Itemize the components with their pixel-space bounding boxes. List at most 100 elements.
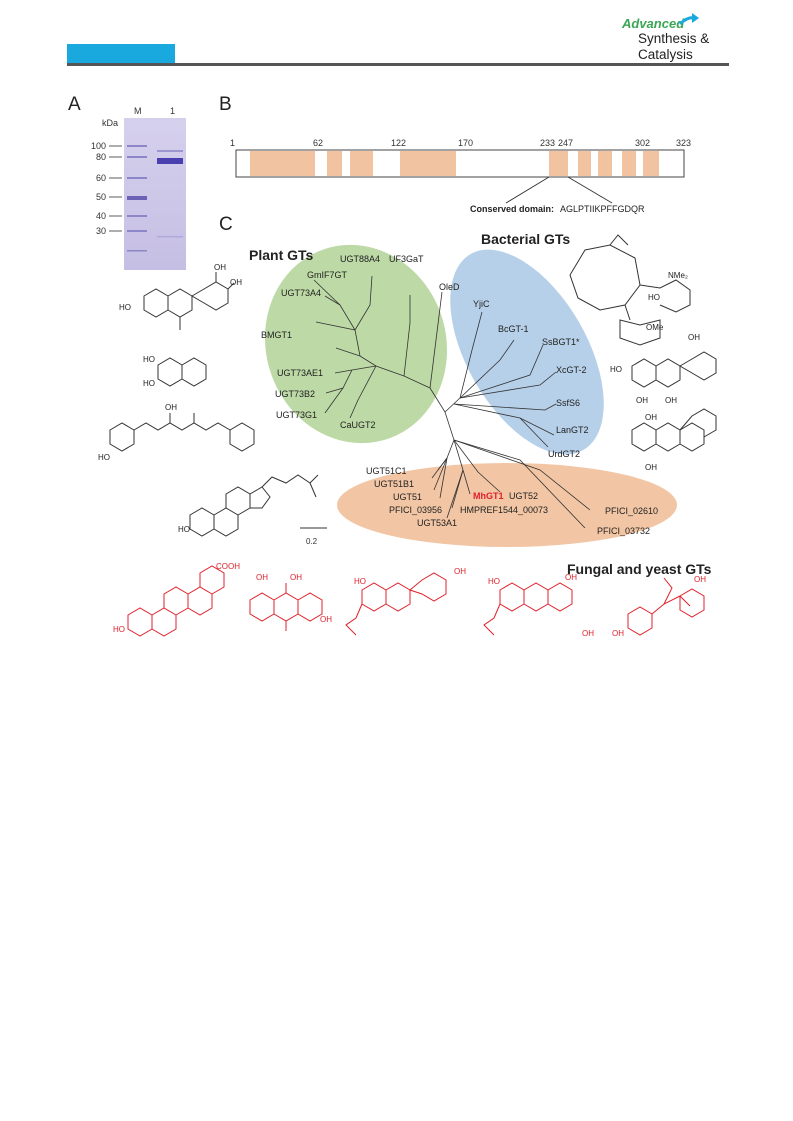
structure-coumestan-red	[483, 582, 573, 636]
leaf-ugt73g1: UGT73G1	[276, 410, 317, 420]
chem-red-oh-5: OH	[565, 573, 577, 582]
leaf-ssfs6: SsfS6	[556, 398, 580, 408]
marker-30: 30	[96, 226, 106, 236]
chem-ome: OMe	[646, 323, 664, 332]
chem-ho-3: HO	[143, 379, 155, 388]
leaf-bcgt1: BcGT-1	[498, 324, 529, 334]
chem-red-oh-1: OH	[256, 573, 268, 582]
conserved-sequence: AGLPTIIKPFFGDQR	[560, 204, 645, 214]
chem-red-ho-3: HO	[488, 577, 500, 586]
chem-red-ho-2: HO	[354, 577, 366, 586]
structure-curcumin	[109, 413, 255, 452]
panel-b-label: B	[219, 94, 232, 115]
chem-oh-2: OH	[230, 278, 242, 287]
leaf-ugt52: UGT52	[509, 491, 538, 501]
panel-a: A kDa M 1 100 80 60 50	[68, 94, 186, 270]
chem-oh-5: OH	[636, 396, 648, 405]
logo-arrow-icon	[678, 13, 699, 26]
marker-60: 60	[96, 173, 106, 183]
plant-clade-ellipse	[264, 244, 448, 444]
leaf-caugt2: CaUGT2	[340, 420, 376, 430]
header-accent-bar	[67, 44, 175, 64]
structure-coumarin	[157, 357, 207, 387]
logo-advanced: Advanced	[622, 16, 685, 31]
lane-m-label: M	[134, 106, 142, 116]
leaf-ugt51c1: UGT51C1	[366, 466, 407, 476]
structure-flavonol	[143, 272, 235, 330]
marker-100: 100	[91, 141, 106, 151]
leaf-xcgt2: XcGT-2	[556, 365, 587, 375]
leaf-hmpref1544: HMPREF1544_00073	[460, 505, 548, 515]
leaf-mhgt1: MhGT1	[473, 491, 504, 501]
structures-red	[127, 565, 705, 637]
plant-gts-title: Plant GTs	[249, 247, 314, 263]
chem-red-oh-8: OH	[694, 575, 706, 584]
chem-red-ho-1: HO	[113, 625, 125, 634]
leaf-bmgt1: BMGT1	[261, 330, 292, 340]
chem-ho-4: HO	[98, 453, 110, 462]
journal-logo: Advanced Synthesis & Catalysis	[620, 12, 735, 62]
lane-1-label: 1	[170, 106, 175, 116]
structure-flavonol-2	[631, 351, 717, 388]
panel-c: C Plant GTs Bacterial GTs Fungal and yea…	[219, 214, 712, 577]
chem-cooh: COOH	[216, 562, 240, 571]
tree-branches	[313, 275, 591, 529]
pos-62: 62	[313, 138, 323, 148]
chem-oh-6: OH	[665, 396, 677, 405]
panel-a-label: A	[68, 94, 81, 115]
structure-anthraquinone-black	[631, 408, 717, 452]
chem-oh-7: OH	[645, 413, 657, 422]
leaf-pfici-02610: PFICI_02610	[605, 506, 658, 516]
structure-triterpene-red	[127, 565, 225, 637]
bacterial-gts-title: Bacterial GTs	[481, 231, 570, 247]
leaf-ugt53a1: UGT53A1	[417, 518, 457, 528]
leaf-ugt51b1: UGT51B1	[374, 479, 414, 489]
chem-ho-7: HO	[610, 365, 622, 374]
pos-323: 323	[676, 138, 691, 148]
pos-122: 122	[391, 138, 406, 148]
chem-nme2: NMe₂	[668, 271, 688, 280]
pos-1: 1	[230, 138, 235, 148]
chem-ho-6: HO	[648, 293, 660, 302]
leaf-ugt51: UGT51	[393, 492, 422, 502]
leaf-ugt88a4: UGT88A4	[340, 254, 380, 264]
conserved-domain: Conserved domain: AGLPTIIKPFFGDQR	[470, 204, 645, 214]
panel-b: B 1 62 122 170 233 247 302 323	[219, 94, 691, 214]
structure-macrolide	[569, 234, 691, 346]
fungal-gts-title: Fungal and yeast GTs	[567, 561, 712, 577]
chem-ho-2: HO	[143, 355, 155, 364]
logo-synthesis: Synthesis &	[638, 31, 710, 46]
domain-blocks	[250, 151, 659, 176]
marker-80: 80	[96, 152, 106, 162]
leaf-ugt73ae1: UGT73AE1	[277, 368, 323, 378]
marker-50: 50	[96, 192, 106, 202]
chem-ho-1: HO	[119, 303, 131, 312]
chem-red-oh-2: OH	[290, 573, 302, 582]
leaf-ugt73b2: UGT73B2	[275, 389, 315, 399]
pos-302: 302	[635, 138, 650, 148]
conserved-label: Conserved domain:	[470, 204, 554, 214]
leaf-urdgt2: UrdGT2	[548, 449, 580, 459]
panel-c-label: C	[219, 214, 233, 235]
fungal-clade-ellipse	[337, 463, 677, 547]
leaf-ugt73a4: UGT73A4	[281, 288, 321, 298]
chem-red-oh-6: OH	[582, 629, 594, 638]
chem-red-oh-4: OH	[454, 567, 466, 576]
chem-ho-5: HO	[178, 525, 190, 534]
structure-emodin-red	[249, 583, 323, 631]
leaf-langt2: LanGT2	[556, 425, 589, 435]
marker-40: 40	[96, 211, 106, 221]
leaf-gmif7gt: GmIF7GT	[307, 270, 348, 280]
structure-prenylflavone-red	[345, 572, 447, 636]
logo-catalysis: Catalysis	[638, 47, 693, 62]
leaf-pfici-03732: PFICI_03732	[597, 526, 650, 536]
pos-233: 233	[540, 138, 555, 148]
chem-oh-4: OH	[688, 333, 700, 342]
chem-red-oh-7: OH	[612, 629, 624, 638]
leaf-uf3gat: UF3GaT	[389, 254, 424, 264]
leaf-yjic: YjiC	[473, 299, 490, 309]
pos-247: 247	[558, 138, 573, 148]
chem-oh-8: OH	[645, 463, 657, 472]
leaf-ssbgt1: SsBGT1*	[542, 337, 580, 347]
structure-stilbene-red	[627, 577, 705, 636]
